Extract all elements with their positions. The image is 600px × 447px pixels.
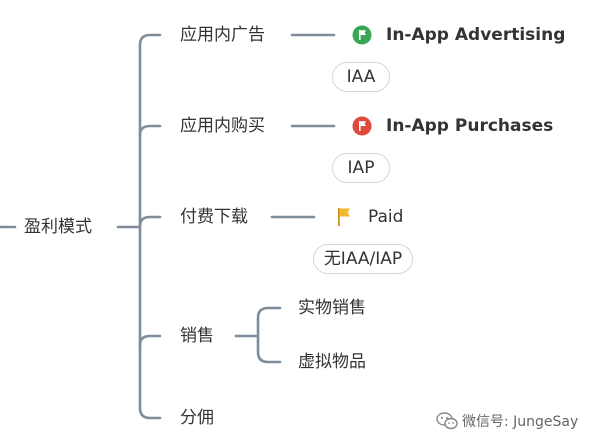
branch-node-commission[interactable]: 分佣 (180, 408, 214, 428)
branch-node-sales[interactable]: 销售 (180, 326, 214, 346)
abbr-pill-no-iaa-iap[interactable]: 无IAA/IAP (313, 244, 413, 274)
yellow-flag-icon (338, 208, 350, 226)
wechat-icon (436, 412, 458, 430)
detail-node-purchases[interactable]: In-App Purchases (386, 116, 554, 136)
watermark: 微信号: JungeSay (436, 410, 578, 432)
abbr-pill-iaa[interactable]: IAA (332, 62, 390, 92)
root-node[interactable]: 盈利模式 (24, 217, 92, 237)
abbr-pill-iap[interactable]: IAP (332, 153, 390, 183)
connector-branch-sales (138, 334, 162, 347)
red-flag-icon (352, 116, 372, 136)
branch-node-advertising[interactable]: 应用内广告 (180, 25, 265, 45)
connector-trunk (138, 33, 162, 420)
green-flag-icon (352, 25, 372, 45)
child-node-physical-sales[interactable]: 实物销售 (298, 298, 366, 318)
connector-branch-purchase (138, 124, 162, 137)
branch-node-paid-download[interactable]: 付费下载 (180, 207, 248, 227)
child-node-virtual-goods[interactable]: 虚拟物品 (298, 352, 366, 372)
detail-node-advertising[interactable]: In-App Advertising (386, 25, 566, 45)
connector-sales-children (256, 306, 282, 364)
detail-node-paid[interactable]: Paid (368, 207, 404, 227)
branch-node-purchases[interactable]: 应用内购买 (180, 116, 265, 136)
watermark-text: 微信号: JungeSay (462, 414, 579, 430)
connector-branch-paid (138, 215, 162, 228)
